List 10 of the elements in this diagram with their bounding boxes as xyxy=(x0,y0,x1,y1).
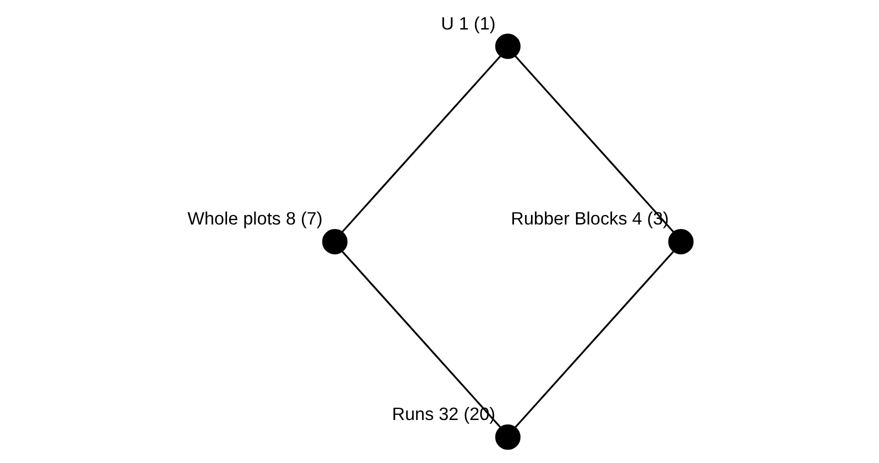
connector xyxy=(514,54,674,232)
node-circle xyxy=(322,228,348,254)
connector xyxy=(341,250,501,428)
connector xyxy=(514,250,674,428)
node-label: Whole plots 8 (7) xyxy=(186,208,322,228)
node-circle xyxy=(494,424,520,450)
node-circle xyxy=(494,33,520,58)
node-label: U 1 (1) xyxy=(440,12,496,33)
node-circle xyxy=(668,228,694,254)
connector xyxy=(340,54,501,232)
